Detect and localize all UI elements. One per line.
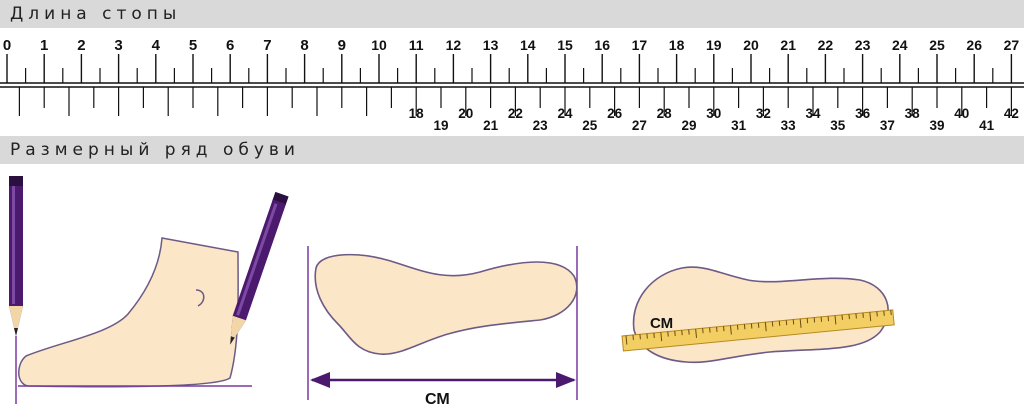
pencil-icon [230,191,289,345]
cm-number: 15 [557,37,573,53]
shoe-size-number: 42 [1004,106,1019,121]
cm-number: 13 [483,37,499,53]
shoe-size-number: 37 [880,118,895,133]
cm-number: 18 [669,37,685,53]
shoe-size-number: 29 [681,118,696,133]
footprint-tape-icon: СМ [621,266,895,364]
shoe-size-number: 27 [632,118,647,133]
tape-tick [625,335,628,345]
shoe-size-number: 23 [533,118,549,133]
shoe-size-number: 41 [979,118,995,133]
shoe-size-number: 31 [731,118,747,133]
cm-label-tape: СМ [650,315,673,332]
shoe-size-number: 20 [458,106,473,121]
cm-number: 26 [966,37,982,53]
cm-number: 14 [520,37,536,53]
cm-number: 7 [263,37,271,54]
shoe-size-number: 26 [607,106,623,121]
cm-number: 23 [855,37,871,53]
cm-number: 10 [371,37,387,53]
shoe-size-number: 39 [929,118,944,133]
cm-number: 16 [594,37,610,53]
cm-number: 25 [929,37,945,53]
cm-number: 11 [409,37,424,53]
cm-number: 12 [446,37,462,53]
cm-label-outline: СМ [425,391,450,408]
tape-tick [869,312,872,322]
footprint-outline-icon: СМ [307,246,578,408]
shoe-size-number: 22 [508,106,523,121]
shoe-size-number: 25 [582,118,598,133]
shoe-size-number: 33 [781,118,797,133]
cm-number: 9 [338,37,346,54]
shoe-size-number: 35 [830,118,846,133]
size-range-header: Размерный ряд обуви [0,136,1024,164]
tape-tick [730,325,732,335]
shoe-size-number: 24 [557,106,573,121]
shoe-size-number: 28 [657,106,673,121]
cm-number: 5 [189,37,197,54]
foot-length-header: Длина стопы [0,0,1024,28]
cm-number: 21 [780,37,796,53]
cm-number: 6 [226,37,234,54]
tape-tick [695,328,698,338]
tape-tick [834,315,837,325]
foot-length-title: Длина стопы [10,4,182,24]
size-range-title: Размерный ряд обуви [10,140,300,160]
shoe-size-number: 36 [855,106,871,121]
shoe-size-number: 34 [805,106,821,121]
pencil-icon [9,176,23,336]
shoe-size-number: 18 [409,106,425,121]
cm-number: 20 [743,37,759,53]
cm-number: 4 [152,37,161,54]
tape-tick [660,332,663,342]
cm-number: 24 [892,37,908,53]
cm-number: 1 [40,37,48,54]
tape-tick [799,318,802,328]
shoe-size-number: 30 [706,106,721,121]
shoe-size-number: 40 [954,106,969,121]
cm-number: 3 [114,37,122,54]
cm-number: 17 [632,37,648,53]
cm-number: 0 [3,37,11,54]
cm-number: 8 [300,37,308,54]
cm-number: 22 [818,37,834,53]
cm-number: 27 [1004,37,1020,53]
measuring-illustration: СМ СМ [9,176,895,408]
shoe-size-number: 32 [756,106,771,121]
shoe-size-number: 38 [905,106,921,121]
foot-side-icon [15,237,252,404]
cm-number: 19 [706,37,722,53]
shoe-size-number: 21 [483,118,499,133]
tape-tick [764,322,767,332]
cm-number: 2 [77,37,85,54]
shoe-size-number: 19 [433,118,448,133]
